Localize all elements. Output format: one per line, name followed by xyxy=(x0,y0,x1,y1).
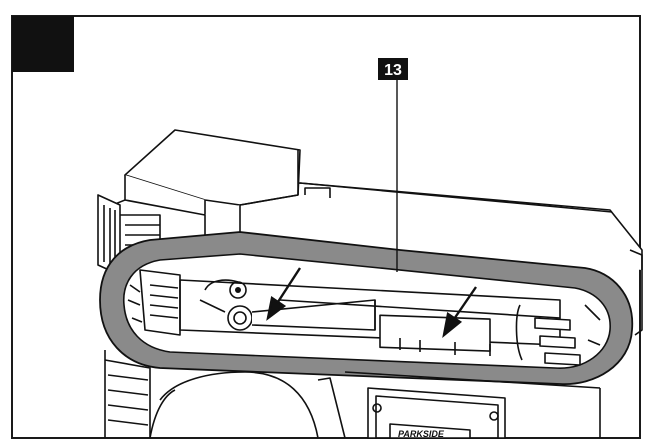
arrow-right-head xyxy=(442,311,463,339)
arrow-left-shaft xyxy=(274,267,302,306)
step-box xyxy=(12,16,74,72)
arrow-right-shaft xyxy=(451,286,477,323)
window-slot xyxy=(379,314,491,352)
tension-lever xyxy=(199,279,376,331)
callout-13-label: 13 xyxy=(384,62,402,79)
right-roller xyxy=(515,304,601,366)
machine-drawing xyxy=(97,129,643,439)
lower-body xyxy=(104,350,601,439)
direction-arrows xyxy=(266,267,477,339)
callout-13: 13 xyxy=(378,58,408,272)
callout-13-box xyxy=(378,58,408,80)
arrow-left-head xyxy=(266,296,287,321)
nameplate xyxy=(367,387,506,439)
left-roller xyxy=(127,269,181,336)
nameplate-brand: PARKSIDE xyxy=(398,429,445,439)
